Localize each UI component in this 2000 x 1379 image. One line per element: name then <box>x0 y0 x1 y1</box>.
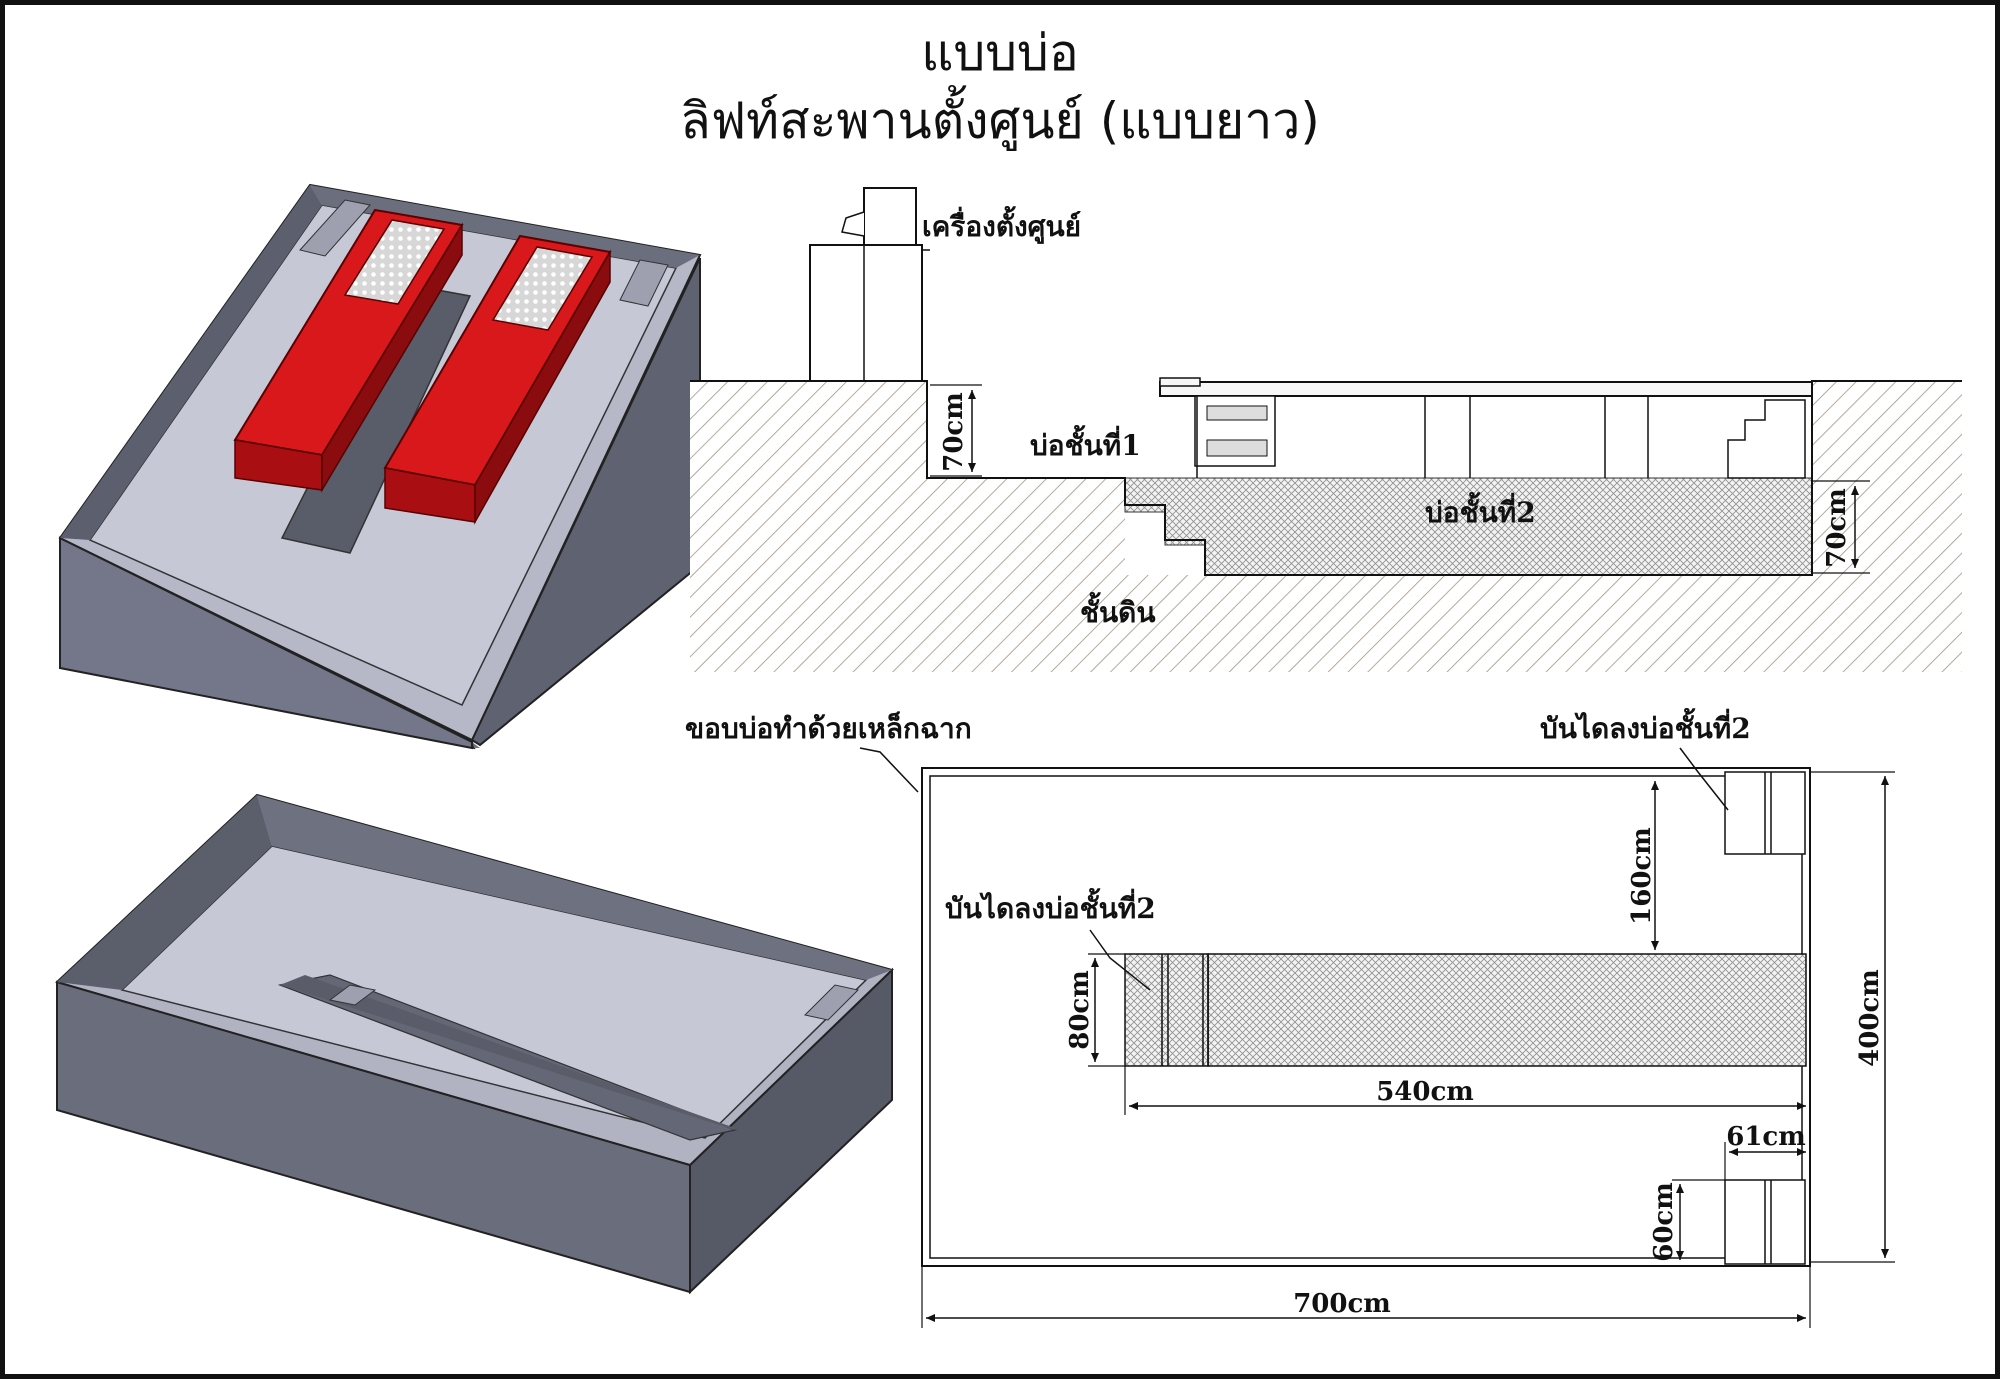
page-title: แบบบ่อ <box>921 24 1079 82</box>
soil-hatch <box>690 381 1962 672</box>
lift-mechanism-lower <box>1206 439 1268 457</box>
turn-plate-left <box>343 219 446 305</box>
section-view: เครื่องตั้งศูนย์ 70cm บ่อชั้นที่1 บ่อชั้… <box>690 187 1962 672</box>
empty-pit-stair-back <box>803 984 860 1021</box>
plan-pit2-mesh <box>1207 953 1807 1067</box>
lift-mechanism-inner <box>1206 405 1268 421</box>
plan-stair-left <box>1124 953 1209 1067</box>
turn-plate-right <box>491 246 594 331</box>
stair-left-leader <box>1089 929 1151 991</box>
dim-400-label: 400cm <box>1855 969 1885 1067</box>
pit2-label: บ่อชั้นที่2 <box>1425 491 1536 529</box>
right-steps <box>1727 399 1806 479</box>
pit1-label: บ่อชั้นที่1 <box>1030 424 1141 462</box>
lift-platform-right <box>383 234 612 525</box>
dim-60-label: 60cm <box>1649 1182 1679 1262</box>
machine-label: เครื่องตั้งศูนย์ <box>922 205 1081 244</box>
alignment-machine-body <box>809 244 923 382</box>
pit-front-face <box>59 536 473 750</box>
pit-3d-with-lifts <box>58 183 702 750</box>
empty-pit-left-wall <box>57 795 272 990</box>
dim-160-label: 160cm <box>1627 827 1657 925</box>
depth1-label: 70cm <box>939 392 969 472</box>
stair-right-label: บันไดลงบ่อชั้นที่2 <box>1540 707 1751 745</box>
depth2-label: 70cm <box>1822 488 1852 568</box>
steel-edge-leader <box>859 747 919 793</box>
alignment-machine-arm <box>841 211 865 237</box>
pit-outline <box>690 380 1962 576</box>
steel-edge-label: ขอบบ่อทำด้วยเหล็กฉาก <box>685 711 972 745</box>
page-subtitle: ลิฟท์สะพานตั้งศูนย์ (แบบยาว) <box>680 92 1320 150</box>
dim-61-label: 61cm <box>1726 1122 1806 1152</box>
stair-right-leader <box>1679 747 1729 811</box>
plan-view: ขอบบ่อทำด้วยเหล็กฉาก บันไดลงบ่อชั้นที่2 … <box>685 707 1895 1328</box>
stair-left-label: บันไดลงบ่อชั้นที่2 <box>945 887 1156 925</box>
dim-700-label: 700cm <box>1293 1289 1391 1319</box>
dim-80-label: 80cm <box>1065 970 1095 1050</box>
alignment-machine-head <box>863 187 917 246</box>
lift-deck <box>1159 381 1813 397</box>
lift-deck-end <box>1159 377 1201 387</box>
stair-block-back-right <box>619 259 669 307</box>
empty-pit-trench-top <box>280 975 735 1130</box>
pit-inner-wall-left <box>60 185 322 540</box>
soil-label: ชั้นดิน <box>1080 591 1155 629</box>
empty-pit-back-wall <box>257 795 892 980</box>
stair-block-back-left <box>299 199 371 257</box>
empty-pit-stair-front <box>328 984 377 1006</box>
pit-3d-empty <box>55 793 894 1295</box>
pit-inner-wall-back <box>310 185 700 268</box>
lift-platform-left <box>233 208 464 493</box>
dim-540-label: 540cm <box>1376 1077 1474 1107</box>
